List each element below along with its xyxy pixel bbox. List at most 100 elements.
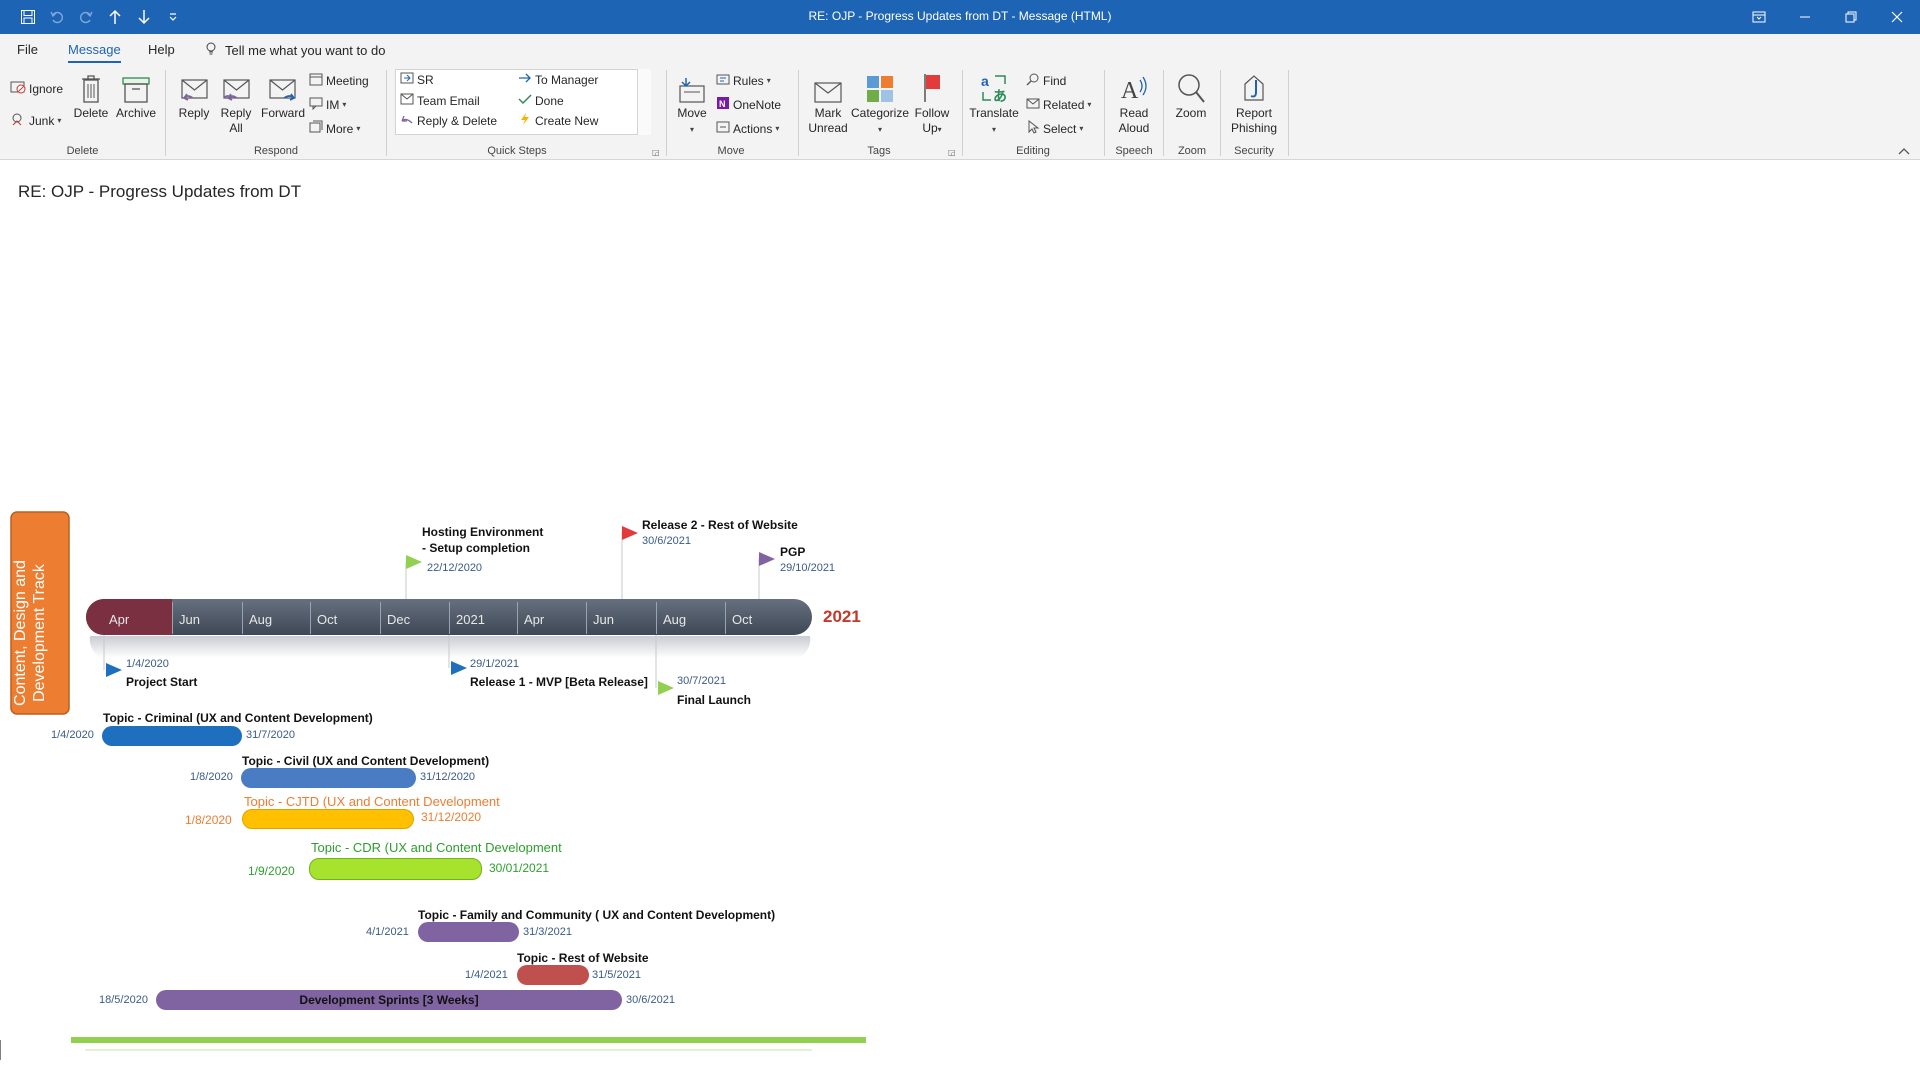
task-sprints-start: 18/5/2020	[99, 994, 148, 1006]
more-respond-button[interactable]: More▾	[309, 120, 360, 137]
quick-step-create-new[interactable]: Create New	[518, 113, 598, 128]
axis-shadow	[89, 636, 811, 658]
zoom-button[interactable]: Zoom	[1168, 68, 1214, 121]
task-civil-bar	[241, 768, 416, 788]
month-label: Apr	[524, 612, 545, 627]
archive-button[interactable]: Archive	[114, 68, 158, 121]
task-sprints-bar	[156, 990, 622, 1010]
trash-icon	[72, 68, 110, 104]
tags-dialog-launcher-icon[interactable]: ◲	[948, 148, 956, 157]
quick-steps-scrollbar[interactable]	[637, 69, 651, 135]
move-button[interactable]: Move▾	[674, 68, 710, 137]
minimize-icon[interactable]	[1782, 0, 1828, 34]
junk-button[interactable]: Junk▾	[10, 112, 61, 129]
collapse-ribbon-icon[interactable]	[1898, 144, 1910, 158]
quick-step-done[interactable]: Done	[518, 93, 564, 108]
svg-text:A: A	[1121, 78, 1139, 104]
quick-steps-dialog-launcher-icon[interactable]: ◲	[652, 148, 660, 157]
axis-tick	[380, 602, 381, 634]
unread-envelope-icon	[804, 68, 852, 104]
read-aloud-button[interactable]: A Read Aloud	[1110, 68, 1158, 136]
quick-steps-group-label: Quick Steps	[487, 145, 547, 157]
forward-icon	[260, 68, 306, 104]
customize-toolbar-icon[interactable]	[162, 7, 184, 27]
svg-text:N: N	[719, 99, 726, 109]
menu-bar: File Message Help Tell me what you want …	[0, 34, 1920, 64]
undo-icon[interactable]	[46, 7, 68, 27]
rules-button[interactable]: Rules▾	[716, 72, 771, 89]
task-family-start: 4/1/2021	[366, 926, 409, 938]
close-icon[interactable]	[1874, 0, 1920, 34]
report-phishing-button[interactable]: Report Phishing	[1226, 68, 1282, 136]
reply-button[interactable]: Reply	[176, 68, 212, 121]
task-sprints-end: 30/6/2021	[626, 994, 675, 1006]
editing-group-label: Editing	[1016, 145, 1050, 157]
restore-icon[interactable]	[1828, 0, 1874, 34]
tell-me-search[interactable]: Tell me what you want to do	[205, 42, 385, 59]
menu-file[interactable]: File	[17, 42, 38, 57]
previous-item-icon[interactable]	[104, 7, 126, 27]
quick-step-to-manager[interactable]: To Manager	[518, 72, 598, 87]
elapsed-segment	[86, 599, 172, 635]
ribbon-separator	[1104, 70, 1105, 156]
actions-button[interactable]: Actions▾	[716, 120, 779, 137]
ignore-button[interactable]: Ignore	[10, 80, 63, 97]
task-family-bar	[418, 922, 519, 942]
milestone-release2-date: 30/6/2021	[642, 535, 691, 547]
milestone-pgp-title: PGP	[780, 545, 806, 559]
ribbon-display-options-icon[interactable]	[1736, 0, 1782, 34]
flag-start	[106, 663, 122, 677]
menu-help[interactable]: Help	[148, 42, 175, 57]
quick-step-team-email[interactable]: Team Email	[400, 93, 480, 108]
move-to-folder-icon	[400, 72, 414, 87]
forward-button[interactable]: Forward	[260, 68, 306, 121]
ribbon-separator	[666, 70, 667, 156]
flag-hosting	[406, 555, 422, 569]
follow-up-button[interactable]: Follow Up▾	[910, 68, 954, 137]
archive-icon	[114, 68, 158, 104]
find-button[interactable]: Find	[1026, 72, 1066, 89]
magnifier-icon	[1168, 68, 1214, 104]
categorize-icon	[850, 68, 910, 104]
delete-button[interactable]: Delete	[72, 68, 110, 121]
menu-message[interactable]: Message	[68, 42, 121, 63]
month-label: Oct	[732, 612, 753, 627]
task-cdr-end: 30/01/2021	[489, 861, 550, 875]
lightning-icon	[518, 113, 532, 128]
select-button[interactable]: Select▾	[1026, 119, 1083, 137]
ribbon: Ignore Junk▾ Delete Archive Delete Reply…	[0, 64, 1920, 160]
next-item-icon[interactable]	[133, 7, 155, 27]
milestone-final-date: 30/7/2021	[677, 675, 726, 687]
month-label: Jun	[593, 612, 614, 627]
project-timeline: Content, Design and Development Track Ap…	[0, 500, 880, 1060]
save-icon[interactable]	[17, 7, 39, 27]
axis-tick	[310, 602, 311, 634]
reply-all-button[interactable]: Reply All	[218, 68, 254, 136]
security-group-label: Security	[1234, 145, 1274, 157]
milestone-release1-title: Release 1 - MVP [Beta Release]	[470, 675, 648, 689]
axis-tick	[725, 602, 726, 634]
onenote-button[interactable]: N OneNote	[716, 96, 781, 113]
meeting-button[interactable]: Meeting	[309, 72, 369, 89]
ribbon-separator	[962, 70, 963, 156]
milestone-final-title: Final Launch	[677, 693, 752, 707]
checkmark-icon	[518, 93, 532, 108]
month-label: Dec	[387, 612, 411, 627]
respond-group-label: Respond	[253, 145, 299, 157]
redo-icon[interactable]	[75, 7, 97, 27]
related-button[interactable]: Related▾	[1026, 96, 1091, 113]
quick-step-reply-delete[interactable]: Reply & Delete	[400, 113, 497, 128]
track-label: Content, Design and Development Track	[12, 560, 48, 706]
tell-me-text: Tell me what you want to do	[225, 43, 386, 58]
title-bar: RE: OJP - Progress Updates from DT - Mes…	[0, 0, 1920, 34]
categorize-button[interactable]: Categorize▾	[850, 68, 910, 137]
task-civil-end: 31/12/2020	[420, 771, 476, 783]
task-rest-start: 1/4/2021	[465, 969, 508, 981]
im-button[interactable]: IM▾	[309, 96, 346, 113]
task-cjtd-end: 31/12/2020	[421, 810, 482, 824]
flag-icon	[910, 68, 954, 104]
mark-unread-button[interactable]: Mark Unread	[804, 68, 852, 136]
quick-step-sr[interactable]: SR	[400, 72, 434, 87]
